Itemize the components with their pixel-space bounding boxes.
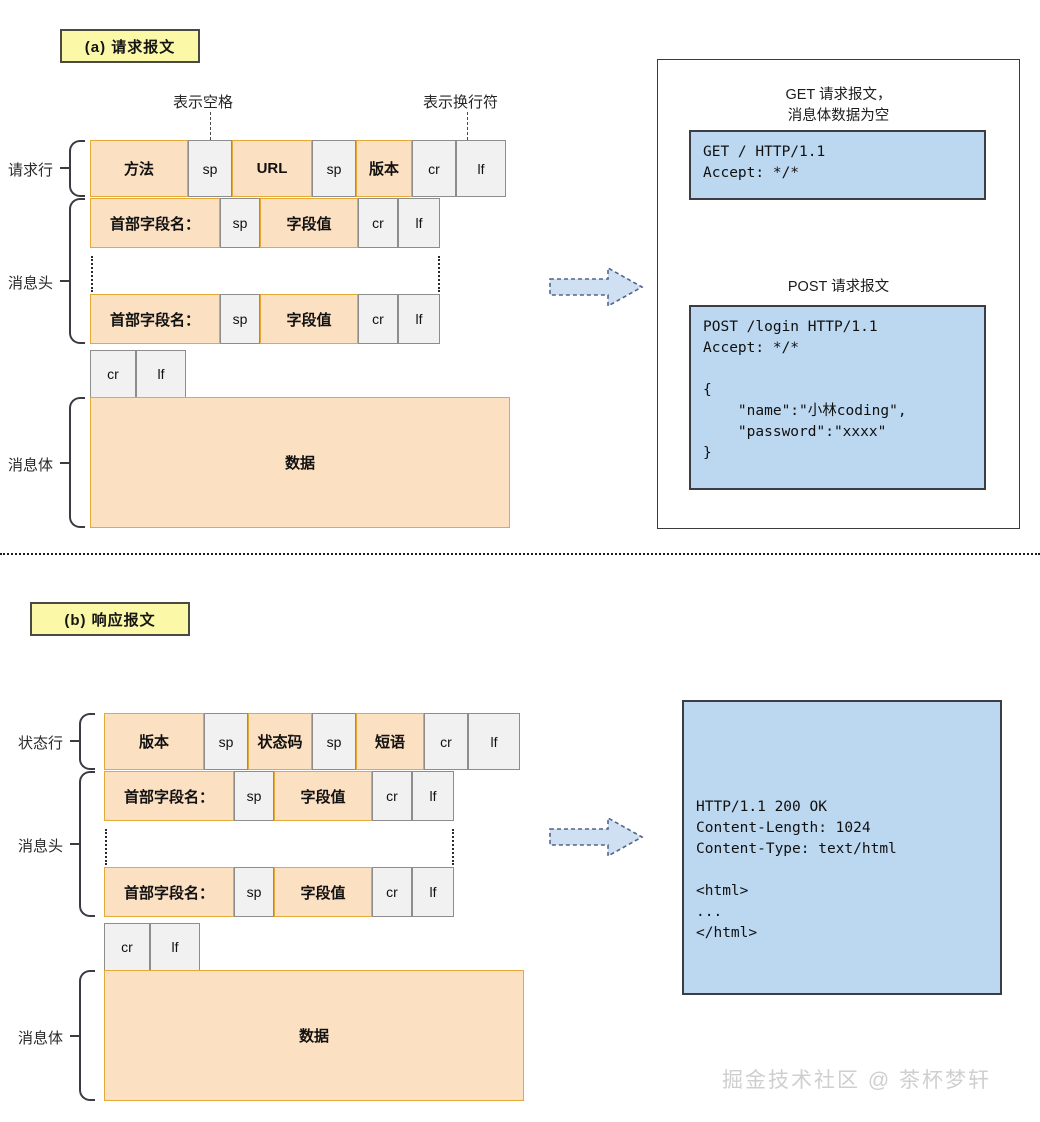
request-cell-sp-2: sp (312, 140, 356, 197)
response-cell-sp-2: sp (312, 713, 356, 770)
section-b-caption: (b) 响应报文 (30, 602, 190, 636)
response-header2-value: 字段值 (274, 867, 372, 917)
side-label-status-line: 状态行 (18, 735, 64, 752)
response-headers-ellipsis-right (452, 829, 454, 865)
side-label-request-body: 消息体 (8, 457, 54, 474)
request-header2-sp: sp (220, 294, 260, 344)
post-example-box: POST /login HTTP/1.1 Accept: */* { "name… (689, 305, 986, 490)
request-header2-value: 字段值 (260, 294, 358, 344)
brace-request-headers (69, 198, 85, 344)
brace-nub-status-line (70, 740, 79, 742)
response-cell-cr-1: cr (424, 713, 468, 770)
response-header2-name: 首部字段名： (104, 867, 234, 917)
side-label-response-headers: 消息头 (18, 838, 64, 855)
side-label-request-headers: 消息头 (8, 275, 54, 292)
request-flow-arrow (548, 265, 644, 309)
side-label-response-body: 消息体 (18, 1030, 64, 1047)
response-blank-cr: cr (104, 923, 150, 971)
request-header1-value: 字段值 (260, 198, 358, 248)
request-header2-name: 首部字段名： (90, 294, 220, 344)
response-cell-version: 版本 (104, 713, 204, 770)
request-cell-lf-1: lf (456, 140, 506, 197)
response-example-box: HTTP/1.1 200 OK Content-Length: 1024 Con… (682, 700, 1002, 995)
response-cell-sp-1: sp (204, 713, 248, 770)
response-cell-reason-phrase: 短语 (356, 713, 424, 770)
brace-nub-request-headers (60, 280, 69, 282)
get-example-caption: GET 请求报文， 消息体数据为空 (785, 87, 892, 125)
side-label-request-line: 请求行 (8, 162, 54, 179)
request-headers-ellipsis-right (438, 256, 440, 292)
brace-nub-response-body (70, 1035, 79, 1037)
request-header2-cr: cr (358, 294, 398, 344)
section-a-caption: (a) 请求报文 (60, 29, 200, 63)
brace-request-line (69, 140, 85, 197)
brace-nub-response-headers (70, 843, 79, 845)
request-header1-cr: cr (358, 198, 398, 248)
request-header1-lf: lf (398, 198, 440, 248)
request-header1-name: 首部字段名： (90, 198, 220, 248)
response-header1-name: 首部字段名： (104, 771, 234, 821)
callout-label-space: 表示空格 (173, 94, 234, 111)
request-cell-url: URL (232, 140, 312, 197)
brace-nub-request-body (60, 462, 69, 464)
request-blank-lf: lf (136, 350, 186, 398)
response-header2-sp: sp (234, 867, 274, 917)
response-cell-lf-1: lf (468, 713, 520, 770)
response-header1-cr: cr (372, 771, 412, 821)
response-flow-arrow (548, 815, 644, 859)
brace-response-headers (79, 771, 95, 917)
request-headers-ellipsis-left (91, 256, 93, 292)
section-divider (0, 553, 1040, 555)
request-blank-cr: cr (90, 350, 136, 398)
response-headers-ellipsis-left (105, 829, 107, 865)
request-cell-cr-1: cr (412, 140, 456, 197)
response-header1-lf: lf (412, 771, 454, 821)
response-header2-cr: cr (372, 867, 412, 917)
request-cell-method: 方法 (90, 140, 188, 197)
callout-label-crlf: 表示换行符 (423, 94, 499, 111)
callout-line-crlf (467, 112, 468, 140)
brace-status-line (79, 713, 95, 770)
request-header1-sp: sp (220, 198, 260, 248)
response-body-box: 数据 (104, 970, 524, 1101)
post-example-caption: POST 请求报文 (787, 279, 890, 295)
get-example-box: GET / HTTP/1.1 Accept: */* (689, 130, 986, 200)
response-blank-lf: lf (150, 923, 200, 971)
request-cell-version: 版本 (356, 140, 412, 197)
request-cell-sp-1: sp (188, 140, 232, 197)
response-header1-value: 字段值 (274, 771, 372, 821)
watermark: 掘金技术社区 @ 茶杯梦轩 (722, 1069, 991, 1092)
brace-response-body (79, 970, 95, 1101)
request-body-box: 数据 (90, 397, 510, 528)
response-header1-sp: sp (234, 771, 274, 821)
response-cell-status-code: 状态码 (248, 713, 312, 770)
brace-nub-request-line (60, 167, 69, 169)
brace-request-body (69, 397, 85, 528)
response-header2-lf: lf (412, 867, 454, 917)
callout-line-space (210, 112, 211, 140)
request-header2-lf: lf (398, 294, 440, 344)
